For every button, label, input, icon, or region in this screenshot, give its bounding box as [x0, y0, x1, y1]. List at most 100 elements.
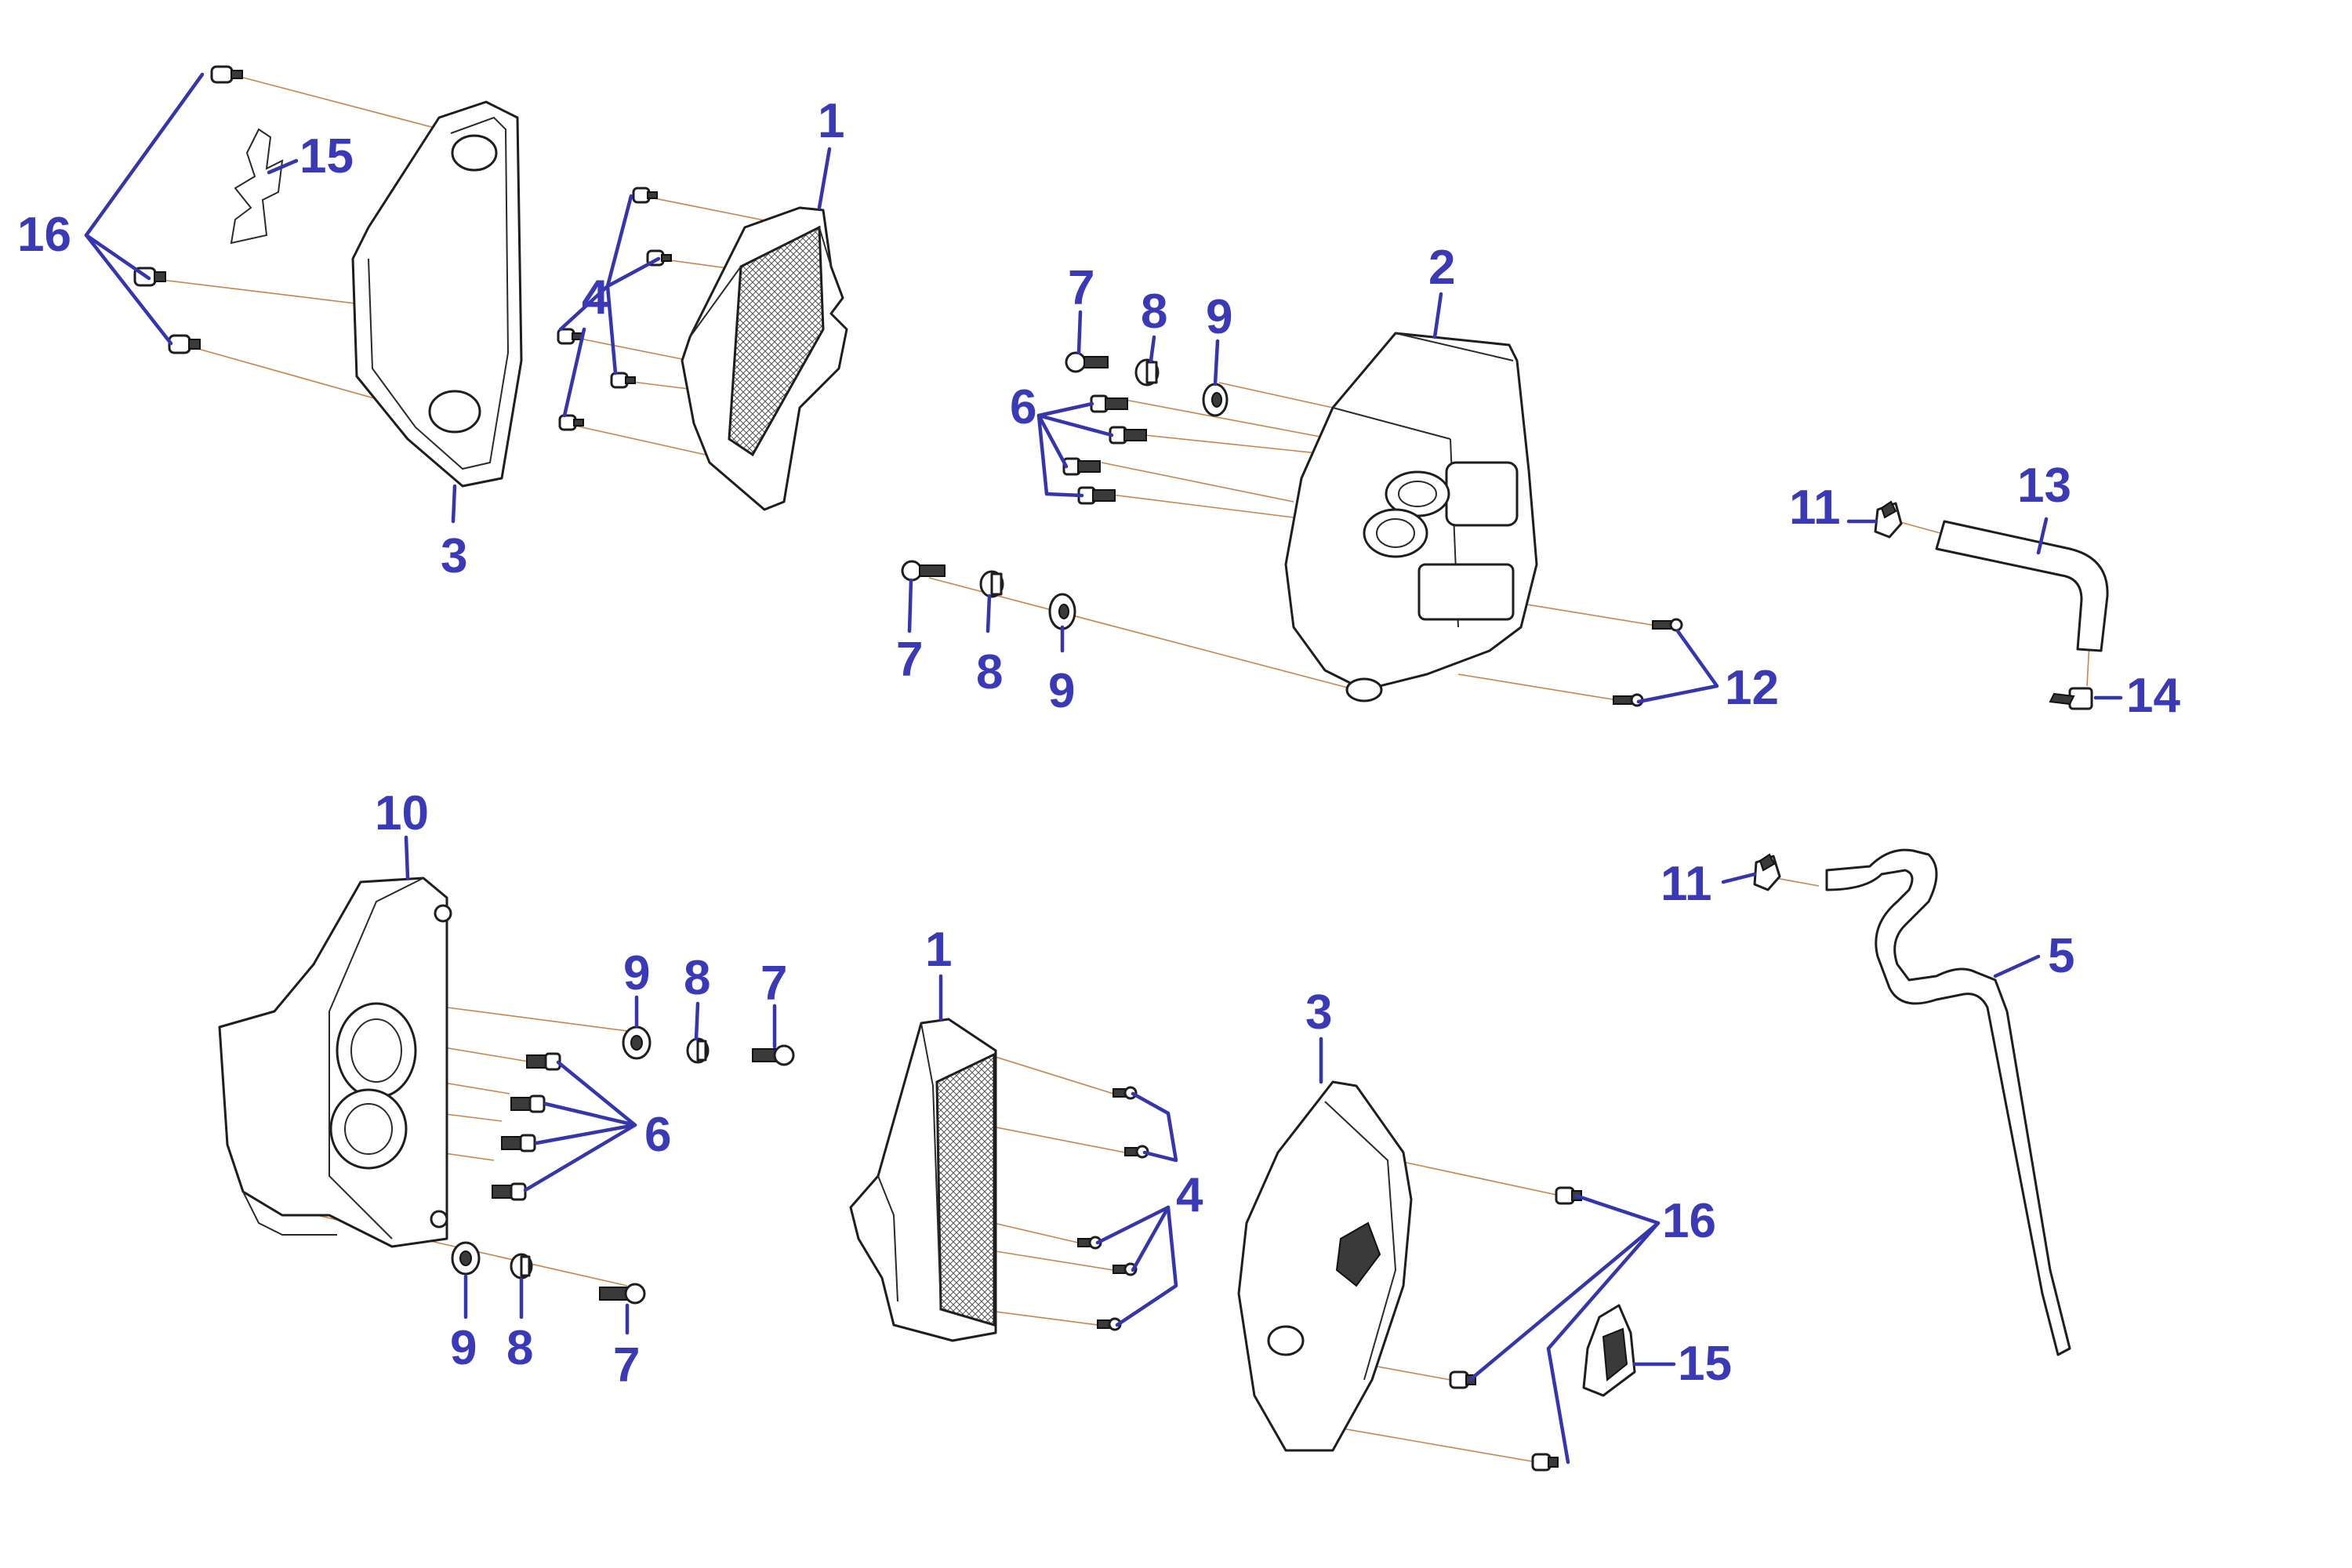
- housing-2: [1284, 332, 1538, 702]
- washer-8-bottom-lower: [510, 1253, 533, 1279]
- label-grommet-9-lower: 9: [1048, 664, 1075, 718]
- grommet-9-bottom-lower: [451, 1241, 481, 1276]
- callout-lines-bottom-middle: [938, 974, 1676, 1465]
- label-screws-4-bottom: 4: [1176, 1168, 1203, 1222]
- label-housing-2: 2: [1428, 241, 1455, 295]
- housing-10: [218, 877, 452, 1248]
- label-washer-8-bottom-upper: 8: [684, 951, 710, 1005]
- label-grommet-9-upper: 9: [1206, 290, 1232, 344]
- bolt-icon: [1109, 426, 1147, 445]
- screws-12: [1613, 618, 1683, 707]
- top-middle-assembly: [901, 292, 1719, 707]
- label-bolt-7-upper: 7: [1068, 261, 1094, 315]
- label-bolt-7-bottom-lower: 7: [613, 1338, 640, 1392]
- decal-15-bottom: [1582, 1304, 1636, 1397]
- screws-16-top-left: [133, 65, 243, 354]
- label-grommet-9-bottom-lower: 9: [450, 1321, 477, 1375]
- screw-icon: [610, 372, 636, 389]
- hose-5: [1825, 848, 2071, 1356]
- cover-3-bottom: [1237, 1080, 1413, 1452]
- label-cover-3-bottom: 3: [1305, 985, 1332, 1040]
- label-cover-3-top-left: 3: [441, 529, 467, 583]
- label-screws-16-top-left: 16: [17, 208, 71, 262]
- callout-lines-top-right: [1846, 517, 2123, 700]
- label-filter-1-top-left: 1: [818, 94, 844, 148]
- screw-icon: [1077, 1236, 1102, 1250]
- bolt-icon: [1062, 457, 1101, 476]
- grommet-9-upper: [1202, 383, 1229, 417]
- label-bolt-7-bottom-upper: 7: [760, 956, 787, 1011]
- bolt-7-bottom-upper: [752, 1044, 795, 1066]
- bolt-icon: [492, 1182, 527, 1201]
- top-right-assembly: [1846, 500, 2123, 710]
- filter-1-top-left: [681, 206, 848, 511]
- label-bolts-6-top-middle: 6: [1010, 380, 1036, 434]
- bolt-7-lower: [901, 560, 946, 582]
- label-washer-8-upper: 8: [1141, 285, 1167, 339]
- label-hose-13: 13: [2017, 459, 2071, 513]
- screw-icon: [210, 65, 243, 84]
- bolt-icon: [1090, 394, 1128, 413]
- label-housing-10: 10: [375, 786, 429, 840]
- bolts-6-bottom-left: [492, 1052, 561, 1201]
- label-washer-8-bottom-lower: 8: [506, 1321, 533, 1375]
- bottom-right-assembly: [1721, 848, 2071, 1356]
- label-washer-8-lower: 8: [976, 645, 1003, 699]
- label-clip-14: 14: [2126, 669, 2180, 723]
- washer-8-upper: [1134, 358, 1160, 387]
- label-decal-15-bottom: 15: [1678, 1337, 1732, 1391]
- bolt-7-upper: [1065, 351, 1109, 373]
- screw-icon: [168, 334, 201, 354]
- decal-15-top-left: [230, 128, 284, 245]
- callout-lines-bottom-left: [404, 835, 777, 1335]
- callout-lines-top-left: [84, 72, 832, 524]
- label-hose-5: 5: [2048, 929, 2074, 983]
- bolt-icon: [501, 1134, 536, 1152]
- washer-8-lower: [979, 570, 1004, 598]
- washer-8-bottom-upper: [686, 1037, 710, 1064]
- bolt-icon: [526, 1052, 561, 1071]
- top-left-assembly: [84, 65, 848, 524]
- bolt-7-bottom-lower: [599, 1283, 646, 1305]
- grommet-9-bottom-upper: [622, 1025, 652, 1060]
- screw-icon: [1531, 1453, 1559, 1472]
- label-grommet-9-bottom-upper: 9: [623, 946, 650, 1000]
- callout-labels: 1 3 4 15 16 2 6 7 8 9 7 8 9 12 11 13 14 …: [17, 94, 2180, 1392]
- grommet-9-lower: [1048, 593, 1076, 630]
- callout-lines-bottom-right: [1721, 872, 2041, 978]
- filter-1-bottom: [849, 1018, 997, 1342]
- label-screws-4-top-left: 4: [582, 270, 609, 325]
- screws-4-top-left: [557, 187, 672, 431]
- screws-4-bottom: [1077, 1086, 1149, 1331]
- label-clamp-11-bottom: 11: [1661, 857, 1712, 911]
- bolt-icon: [510, 1094, 546, 1113]
- label-screws-12: 12: [1725, 661, 1779, 715]
- leader-line: [1775, 877, 1820, 887]
- label-decal-15-top-left: 15: [299, 129, 354, 183]
- bolt-icon: [1077, 486, 1116, 505]
- screw-icon: [632, 187, 658, 204]
- screw-icon: [1112, 1262, 1138, 1276]
- screw-icon: [1652, 618, 1683, 632]
- label-bolts-6-bottom-left: 6: [644, 1108, 671, 1162]
- leader-lines-bottom-middle: [909, 1054, 1561, 1463]
- leader-line: [1896, 521, 1941, 534]
- clip-14: [2049, 687, 2093, 710]
- bolts-6-top-middle: [1062, 394, 1147, 505]
- label-filter-1-bottom: 1: [925, 923, 952, 977]
- clamp-11-top: [1874, 500, 1903, 539]
- hose-13: [1935, 520, 2109, 652]
- bottom-left-assembly: [218, 835, 795, 1335]
- clamp-11-bottom: [1753, 853, 1781, 891]
- screw-icon: [557, 328, 583, 345]
- bottom-middle-assembly: [849, 974, 1676, 1472]
- screw-icon: [1555, 1186, 1582, 1205]
- label-clamp-11-top: 11: [1789, 481, 1841, 535]
- label-screws-16-bottom: 16: [1662, 1194, 1716, 1248]
- screw-icon: [1097, 1317, 1122, 1331]
- cover-3-top-left: [351, 100, 523, 488]
- callout-lines-top-middle: [907, 292, 1719, 704]
- screw-icon: [558, 414, 584, 431]
- label-bolt-7-lower: 7: [896, 633, 923, 687]
